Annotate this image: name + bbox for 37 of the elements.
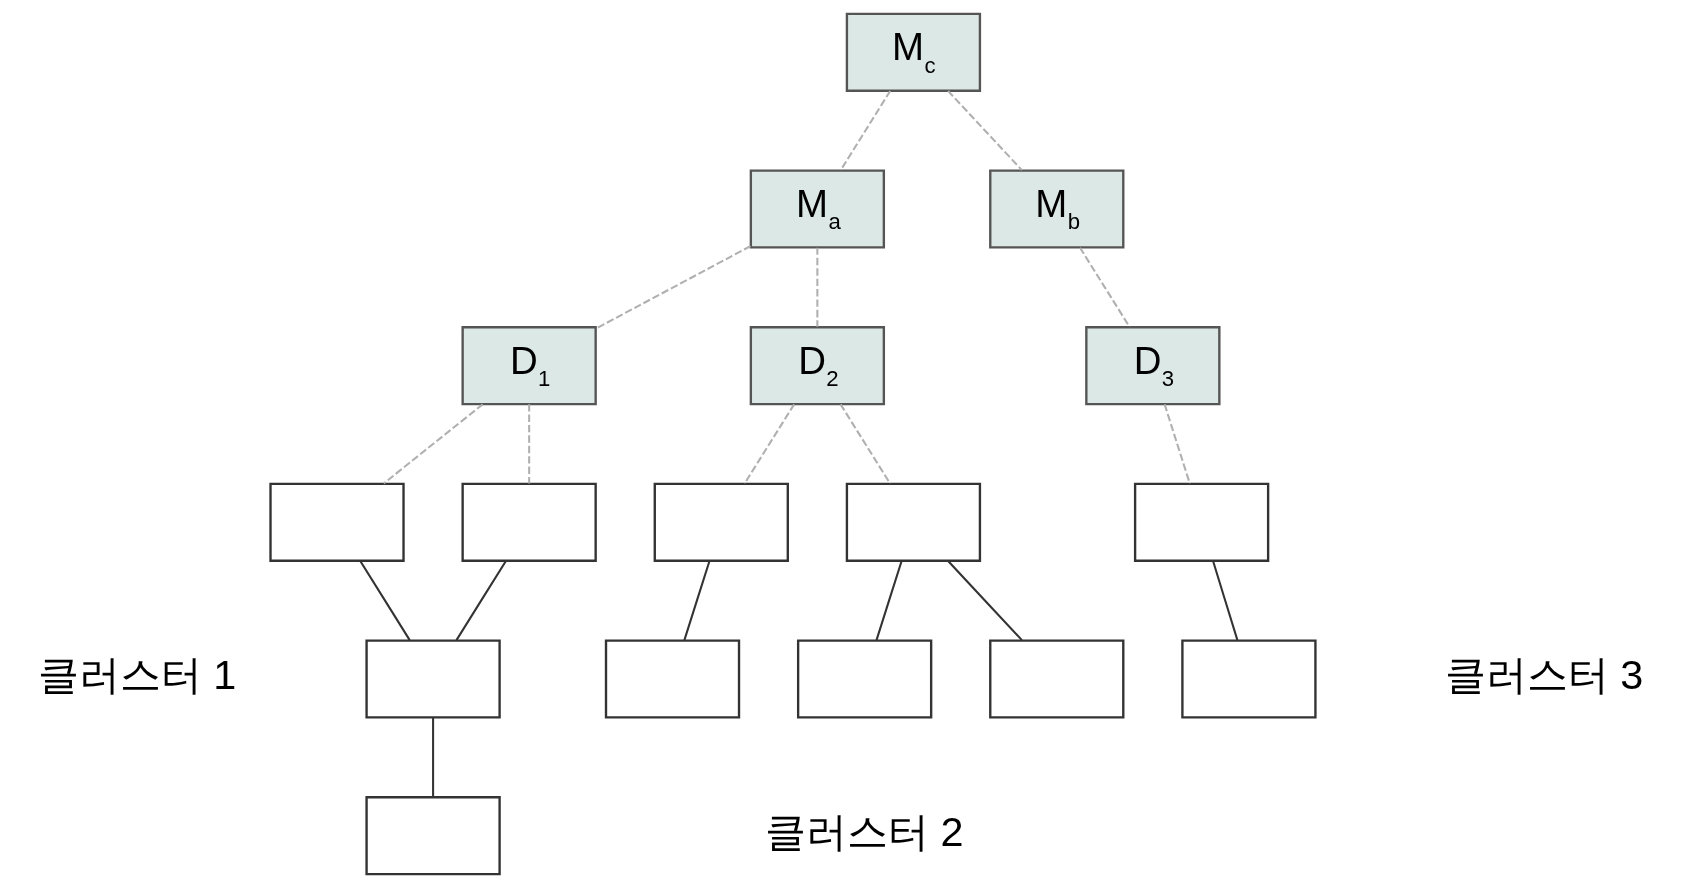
connector	[683, 560, 711, 641]
connector	[1212, 560, 1239, 641]
connector	[816, 247, 819, 327]
node-box	[604, 639, 741, 719]
connector	[839, 90, 892, 171]
node-box	[653, 482, 789, 562]
node-box	[461, 482, 597, 562]
node-box	[269, 482, 405, 562]
node-box: M$_{b}$	[989, 169, 1125, 249]
label: 클러스터 2	[764, 808, 964, 855]
connector	[432, 717, 435, 797]
node-box	[989, 639, 1125, 719]
connector	[947, 560, 1023, 641]
node-box	[796, 639, 933, 719]
connector	[875, 560, 903, 641]
connector	[528, 404, 531, 484]
connector	[743, 403, 795, 484]
node-box	[1133, 482, 1270, 562]
connector	[359, 560, 411, 641]
label: 클러스터 3	[1444, 652, 1644, 699]
connector	[947, 90, 1023, 171]
connector	[1163, 404, 1191, 484]
node-box: M$_{a}$	[749, 169, 886, 249]
node-box	[845, 482, 982, 562]
node-box	[365, 639, 501, 719]
connector	[1079, 247, 1131, 328]
node-box	[1181, 639, 1317, 719]
label: 클러스터 1	[37, 652, 237, 699]
node-box	[365, 796, 501, 876]
node-box: D$_{2}$	[749, 326, 886, 406]
connector	[455, 560, 507, 641]
node-box: D$_{3}$	[1085, 326, 1221, 406]
connector	[839, 403, 891, 484]
node-box: D$_{1}$	[461, 326, 597, 406]
node-box: M$_{c}$	[845, 12, 982, 92]
connector	[383, 403, 484, 485]
connector	[595, 245, 751, 330]
